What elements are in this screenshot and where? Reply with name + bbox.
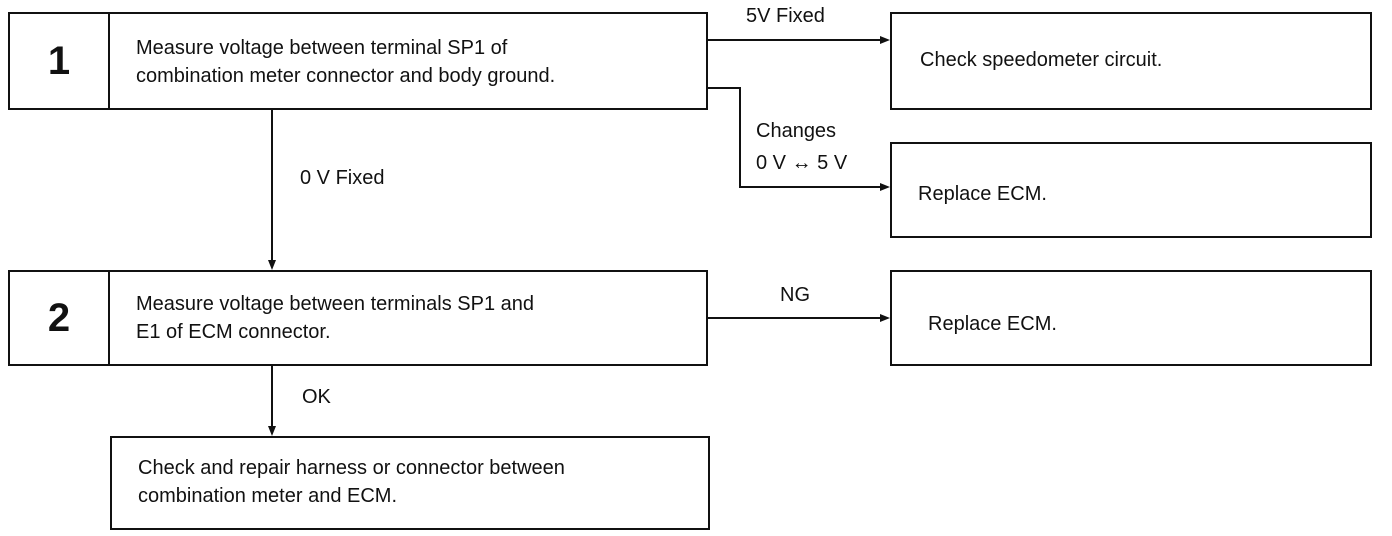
step-1-box: 1 Measure voltage between terminal SP1 o… — [8, 12, 708, 110]
arrowhead-0v-fixed — [268, 260, 276, 270]
label-changes-line1: Changes — [756, 120, 837, 142]
result-replace-ecm-1-text: Replace ECM. — [918, 183, 1047, 205]
result-replace-ecm-2-box: Replace ECM. — [890, 270, 1372, 366]
step-1-text: Measure voltage between terminal SP1 of … — [136, 37, 556, 87]
arrowhead-ng — [880, 314, 890, 322]
result-replace-ecm-2-text: Replace ECM. — [928, 313, 1057, 335]
step-2-text: Measure voltage between terminals SP1 an… — [136, 293, 535, 343]
arrowhead-changes — [880, 183, 890, 191]
step-2-box: 2 Measure voltage between terminals SP1 … — [8, 270, 708, 366]
result-check-repair-harness-box: Check and repair harness or connector be… — [110, 436, 710, 530]
step-1-number: 1 — [10, 14, 110, 108]
result-check-repair-harness-text: Check and repair harness or connector be… — [138, 457, 565, 507]
label-changes-line2: 0 V ↔ 5 V — [756, 152, 848, 174]
result-replace-ecm-1-box: Replace ECM. — [890, 142, 1372, 238]
step-2-number: 2 — [10, 272, 110, 364]
label-5v-fixed: 5V Fixed — [746, 5, 825, 27]
label-ng: NG — [780, 284, 810, 306]
connector-changes — [708, 87, 880, 188]
result-check-speedometer-box: Check speedometer circuit. — [890, 12, 1372, 110]
arrowhead-5v-fixed — [880, 36, 890, 44]
label-0v-fixed: 0 V Fixed — [300, 167, 385, 189]
arrowhead-ok — [268, 426, 276, 436]
label-ok: OK — [302, 386, 331, 408]
result-check-speedometer-text: Check speedometer circuit. — [920, 49, 1163, 71]
